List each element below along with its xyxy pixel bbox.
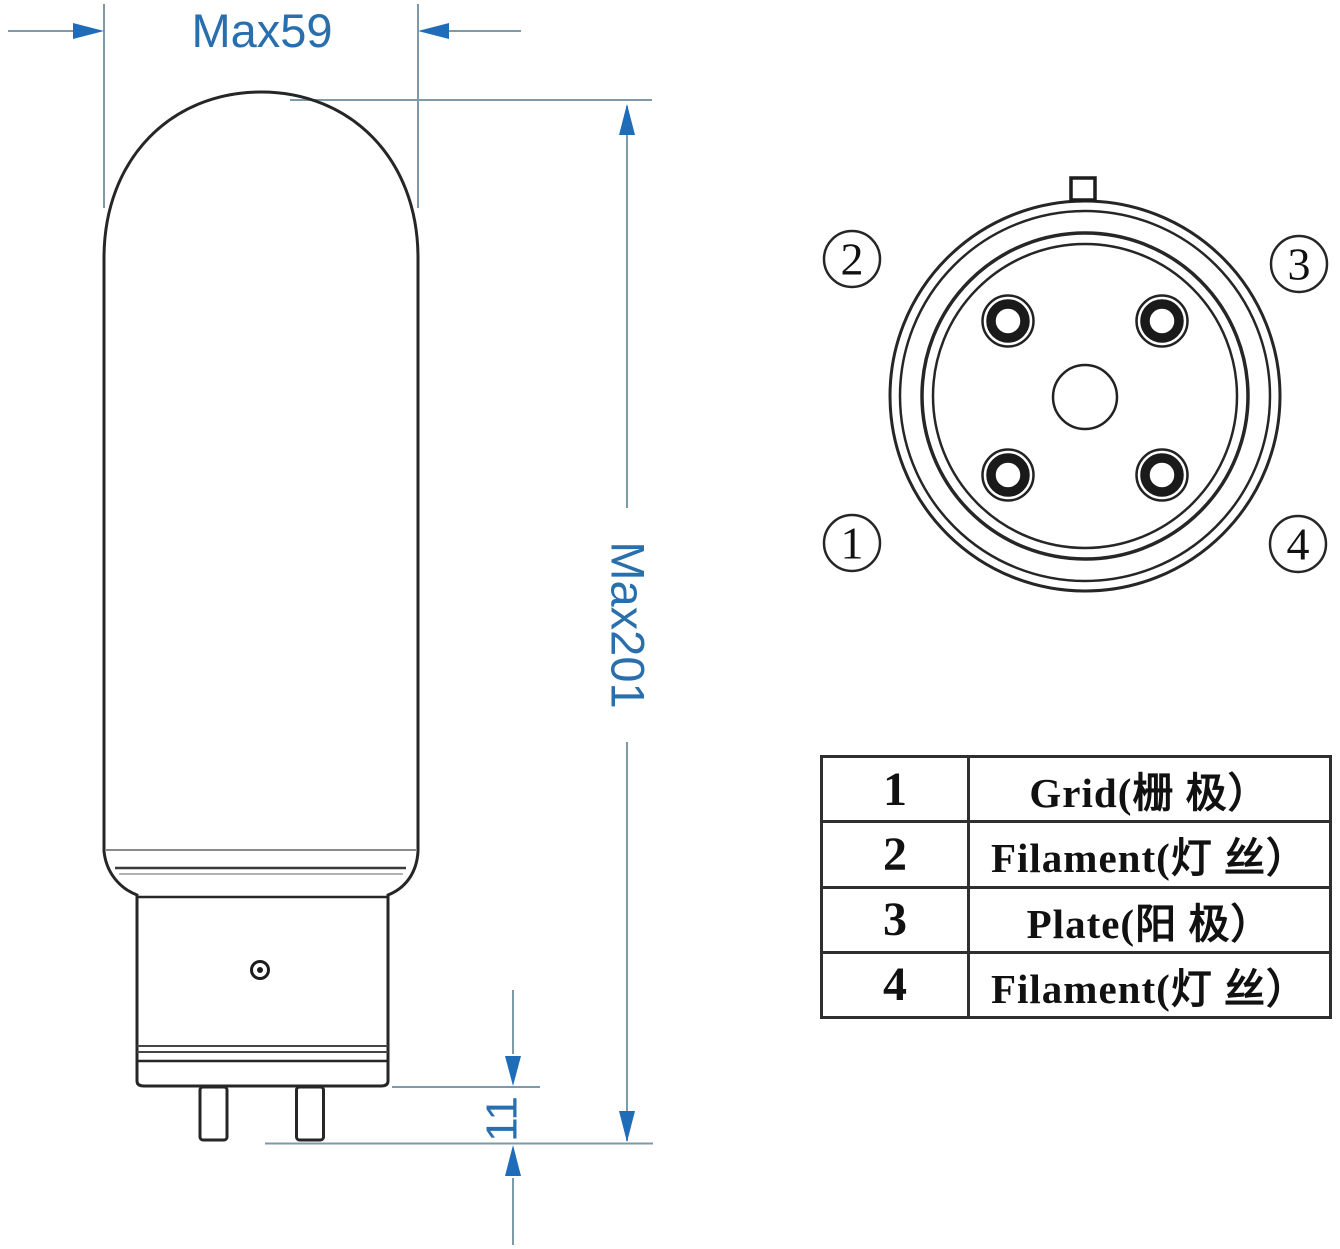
- arrowhead-up-icon: [619, 104, 635, 135]
- svg-text:1: 1: [841, 518, 864, 569]
- pin-number-cell: 3: [823, 888, 970, 951]
- arrowhead-right-icon: [73, 23, 104, 39]
- key-tab-icon: [1069, 176, 1097, 202]
- tube-side-view: Max59 Max201: [8, 4, 654, 1245]
- pin-number-cell: 4: [823, 953, 970, 1016]
- svg-text:3: 3: [1288, 239, 1311, 290]
- pin-function-cell: Filament(灯 丝）: [990, 835, 1309, 882]
- arrowhead-down-small-icon: [505, 1056, 521, 1086]
- callout-pin-2: 2: [822, 229, 882, 289]
- socket-face-ring: [920, 231, 1250, 561]
- socket-bottom-view: 2 3 1 4: [822, 176, 1329, 593]
- pin-function-cell: Grid(栅 极）: [1029, 770, 1270, 817]
- table-row: 4 Filament(灯 丝）: [823, 950, 1329, 1016]
- table-row: 3 Plate(阳 极）: [823, 885, 1329, 951]
- svg-text:4: 4: [1287, 519, 1310, 570]
- pin-hole-3: [1135, 294, 1189, 348]
- pin-function-cell: Plate(阳 极）: [1026, 900, 1273, 947]
- center-hole-icon: [1051, 363, 1119, 431]
- pin-right: [295, 1085, 325, 1142]
- callout-pin-4: 4: [1268, 514, 1328, 574]
- pin-number-cell: 2: [823, 823, 970, 886]
- pinout-table: 1 Grid(栅 极） 2 Filament(灯 丝） 3 Plate(阳 极）…: [820, 755, 1332, 1019]
- pin-function-cell: Filament(灯 丝）: [990, 965, 1309, 1012]
- pin-hole-2: [981, 294, 1035, 348]
- tube-outline: [102, 90, 420, 1088]
- socket-outer-ring-inner: [898, 209, 1272, 583]
- dim-pin-length-label: 11: [478, 1096, 527, 1142]
- table-row: 1 Grid(栅 极）: [823, 758, 1329, 821]
- dim-max59-label: Max59: [191, 4, 332, 57]
- dim-max201-label: Max201: [601, 541, 654, 708]
- table-row: 2 Filament(灯 丝）: [823, 820, 1329, 886]
- callout-pin-3: 3: [1269, 234, 1329, 294]
- svg-text:2: 2: [841, 234, 864, 285]
- arrowhead-up-small-icon: [505, 1145, 521, 1176]
- pin-hole-4: [1135, 448, 1189, 502]
- socket-face-ring-inner: [931, 242, 1239, 550]
- callout-pin-1: 1: [822, 513, 882, 573]
- pin-number-cell: 1: [823, 758, 970, 821]
- arrowhead-down-icon: [619, 1111, 635, 1142]
- pin-hole-1: [981, 448, 1035, 502]
- arrowhead-left-icon: [418, 23, 449, 39]
- pin-left: [198, 1085, 229, 1142]
- base-dot-center-icon: [257, 967, 263, 973]
